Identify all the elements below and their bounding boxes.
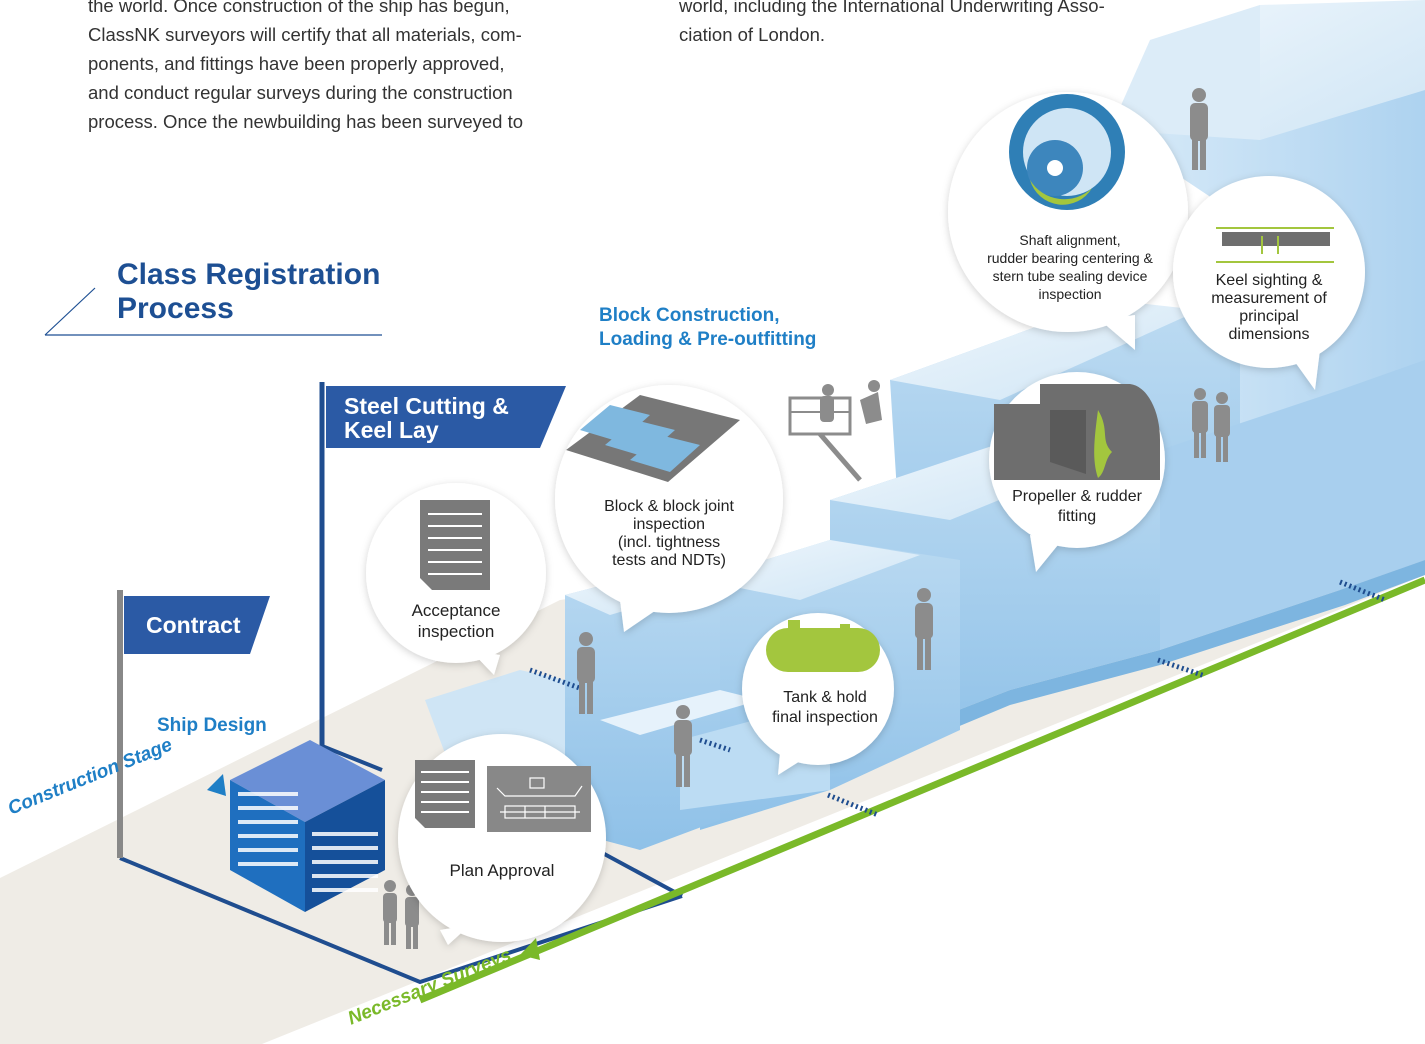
bubble-line: Tank & hold — [783, 689, 867, 706]
steel-cutting-line: Keel Lay — [344, 417, 439, 443]
bubble-line: inspection — [1038, 286, 1102, 302]
shaft-alignment-icon — [1009, 94, 1125, 210]
bubble-line: inspection — [417, 622, 495, 641]
bubble-line: Acceptance — [411, 601, 501, 620]
keel-measurement-icon — [1216, 227, 1334, 263]
block-construction-label: Block Construction, Loading & Pre-outfit… — [599, 304, 816, 352]
bubble-line: Block & block joint — [604, 498, 734, 515]
bubble-line: (incl. tightness — [617, 534, 721, 551]
necessary-surveys-line — [418, 576, 1425, 1004]
bubble-line: dimensions — [1228, 326, 1310, 343]
bubble-line: tests and NDTs) — [612, 552, 726, 569]
acceptance-text: Acceptance inspection — [376, 600, 536, 642]
hull-blocks — [425, 0, 1425, 850]
propeller-rudder-icon — [994, 384, 1160, 480]
bubble-keel-sighting — [1173, 176, 1365, 390]
block-construction-line: Loading & Pre-outfitting — [599, 329, 817, 350]
block-construction-line: Block Construction, — [599, 305, 780, 326]
contract-flag-label: Contract — [146, 613, 241, 637]
stage-dividers — [529, 579, 1386, 818]
steel-cutting-flag-label: Steel Cutting & Keel Lay — [344, 394, 509, 442]
intro-left-line: ClassNK surveyors will certify that all … — [88, 24, 522, 45]
intro-right-line: ciation of London. — [679, 24, 826, 45]
steel-cutting-line: Steel Cutting & — [344, 393, 509, 419]
stage-arrowhead — [207, 774, 226, 796]
ship-design-text: Ship Design — [157, 715, 267, 736]
bubble-line: Keel sighting & — [1215, 272, 1323, 289]
bubble-line: fitting — [1057, 508, 1097, 525]
surveys-arrowhead — [520, 938, 540, 960]
bubble-line: final inspection — [772, 709, 878, 726]
keel-sighting-text: Keel sighting & measurement of principal… — [1194, 272, 1344, 344]
bubble-shaft — [948, 92, 1188, 350]
ship-blueprint-icon — [487, 766, 591, 832]
steel-cutting-base-line — [321, 744, 383, 772]
bubble-line: Plan Approval — [449, 861, 555, 880]
document-icon — [415, 760, 475, 828]
bubble-line: Shaft alignment, — [1019, 232, 1121, 248]
intro-text-right: world, including the International Under… — [679, 0, 1179, 49]
office-building-icon — [230, 740, 385, 912]
propeller-text: Propeller & rudder fitting — [997, 487, 1157, 527]
plan-approval-text: Plan Approval — [420, 860, 584, 881]
page-title: Class Registration Process — [117, 258, 380, 326]
contract-flag — [124, 596, 270, 654]
bubble-line: stern tube sealing device — [992, 268, 1148, 284]
worker-silhouettes — [383, 88, 1230, 949]
intro-text-left: the world. Once construction of the ship… — [88, 0, 606, 136]
block-joint-text: Block & block joint inspection (incl. ti… — [574, 498, 764, 570]
title-slash — [44, 287, 96, 336]
title-line: Class Registration — [117, 258, 381, 291]
bubble-line: Propeller & rudder — [1012, 488, 1142, 505]
bubble-line: principal — [1239, 308, 1299, 325]
intro-left-line: the world. Once construction of the ship… — [88, 0, 510, 16]
contract-label: Contract — [146, 612, 241, 638]
tank-icon — [766, 620, 880, 672]
intro-right-line: world, including the International Under… — [679, 0, 1105, 16]
tank-hold-text: Tank & hold final inspection — [750, 688, 900, 728]
title-line: Process — [117, 292, 234, 325]
steel-cutting-flag — [326, 386, 566, 448]
intro-left-line: and conduct regular surveys during the c… — [88, 82, 513, 103]
bubble-line: rudder bearing centering & — [987, 250, 1153, 266]
intro-left-line: process. Once the newbuilding has been s… — [88, 111, 524, 132]
intro-left-line: ponents, and fittings have been properly… — [88, 53, 505, 74]
shaft-text: Shaft alignment, rudder bearing centerin… — [970, 231, 1170, 303]
document-icon — [420, 500, 490, 590]
bubble-line: inspection — [632, 516, 706, 533]
ship-design-label: Ship Design — [157, 714, 267, 738]
bubble-line: measurement of — [1211, 290, 1327, 307]
steel-blocks-icon — [566, 395, 740, 482]
